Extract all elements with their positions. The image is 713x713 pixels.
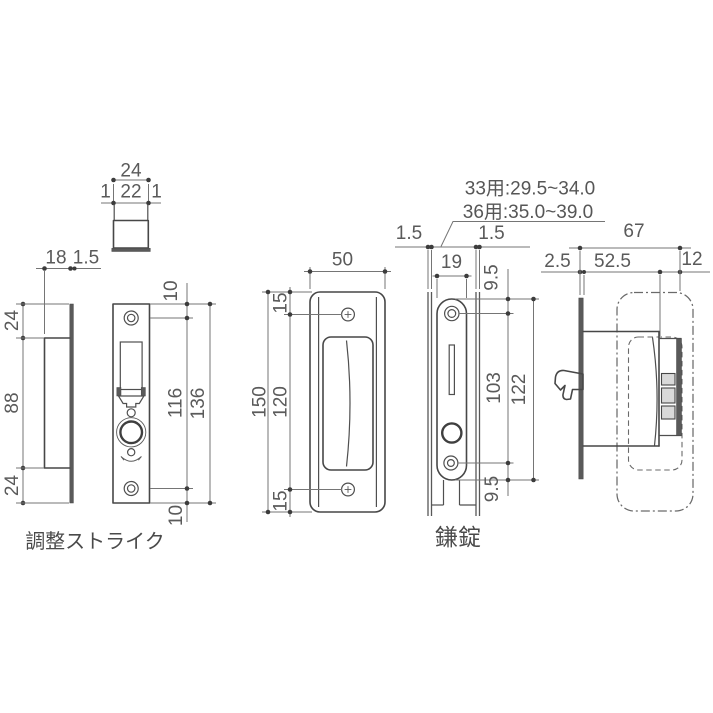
strike-top-view: 24 1 22 1	[100, 161, 162, 252]
dim-strike-side-bottom: 24	[2, 475, 23, 497]
strike-pivot-small	[126, 408, 136, 418]
thumbturn-grip-2	[660, 387, 676, 404]
dim-handle-bottom: 15	[271, 490, 292, 511]
strike-bracket	[117, 395, 145, 408]
dim-strike-front-pitch: 116	[166, 388, 187, 418]
strike-tab-right	[140, 387, 146, 397]
strike-tab-left	[116, 387, 122, 397]
thumbturn-grip-1	[660, 372, 676, 386]
handle-outline-hidden	[616, 291, 694, 512]
dim-strike-side-plate: 1.5	[73, 248, 99, 269]
strike-flange-edge	[111, 248, 151, 252]
dim-lock-height: 122	[509, 374, 530, 406]
dim-lock-bottom: 9.5	[482, 476, 503, 502]
dim-strike-side-depth: 18	[45, 248, 66, 269]
handle-plate	[309, 291, 386, 513]
dim-strike-front-height: 136	[188, 388, 209, 420]
dim-lock-panel-left: 1.5	[396, 223, 422, 244]
thumbturn-face	[676, 338, 682, 436]
strike-screw-hole-bottom	[123, 480, 139, 497]
handle-front-view: 50 150 15 120 15	[250, 250, 391, 517]
thumbturn-grip-3	[660, 405, 676, 420]
lock-screw-hole-bottom	[443, 455, 459, 471]
dim-handle-top: 15	[271, 292, 292, 313]
dim-strike-side-body: 88	[2, 392, 23, 413]
case-front-curve	[651, 337, 658, 446]
dim-handle-recess: 120	[271, 386, 292, 418]
door-thickness-note: 33用:29.5~34.0 36用:35.0~39.0	[440, 179, 605, 247]
dim-lock-side-knob: 12	[681, 249, 702, 270]
dim-handle-width: 50	[332, 250, 353, 271]
dim-lock-panel-right: 1.5	[478, 223, 504, 244]
dim-lock-face-width: 19	[441, 252, 462, 273]
lock-slot	[448, 344, 456, 396]
lock-part-label: 鎌錠	[435, 524, 481, 550]
lock-bolt-hole	[440, 422, 463, 444]
dim-lock-pitch: 103	[484, 372, 505, 404]
strike-adjust-cam	[119, 420, 144, 445]
dim-lock-side-case: 52.5	[594, 251, 631, 272]
handle-recess	[322, 336, 374, 471]
strike-screw-hole-top	[123, 310, 139, 326]
dim-strike-front-edge-bottom: 10	[166, 505, 187, 526]
dim-lock-side-front: 2.5	[544, 251, 570, 272]
strike-front-view: 10 116 136 10	[112, 280, 216, 526]
strike-side-view: 18 1.5 24 88 24	[2, 248, 101, 506]
dim-strike-top-lip-right: 1	[151, 182, 162, 203]
strike-box-body	[112, 219, 150, 249]
strike-part-label: 調整ストライク	[25, 530, 165, 553]
strike-pivot-lower	[126, 448, 136, 457]
strike-plate-front	[112, 303, 151, 504]
dim-strike-side-top: 24	[2, 310, 23, 332]
dim-strike-top-inner: 22	[120, 182, 141, 203]
strike-box-side	[43, 337, 71, 469]
note-door-36: 36用:35.0~39.0	[463, 202, 593, 223]
strike-cam-contour	[116, 417, 147, 448]
dim-lock-side-total: 67	[623, 221, 644, 242]
strike-plate-side	[69, 303, 74, 504]
handle-pull-curve	[345, 340, 351, 467]
lock-faceplate	[436, 298, 468, 481]
strike-cutout	[119, 341, 143, 391]
hook-bolt	[554, 369, 584, 401]
dim-strike-top-lip-left: 1	[100, 182, 111, 203]
recess-outline-hidden	[627, 336, 683, 471]
dim-strike-top-width: 24	[120, 161, 142, 182]
dim-strike-front-edge-top: 10	[161, 280, 182, 301]
note-door-33: 33用:29.5~34.0	[465, 179, 595, 200]
lock-side-view: 67 2.5 52.5 12	[541, 221, 710, 512]
note-leader-line	[440, 221, 605, 247]
dim-handle-height: 150	[250, 386, 271, 418]
strike-adjust-arrow-arc	[120, 456, 142, 462]
lock-front-view: 1.5 1.5 19 9.5 103 1	[395, 223, 539, 516]
dim-lock-top: 9.5	[482, 264, 503, 290]
lock-screw-hole-top	[443, 305, 460, 322]
